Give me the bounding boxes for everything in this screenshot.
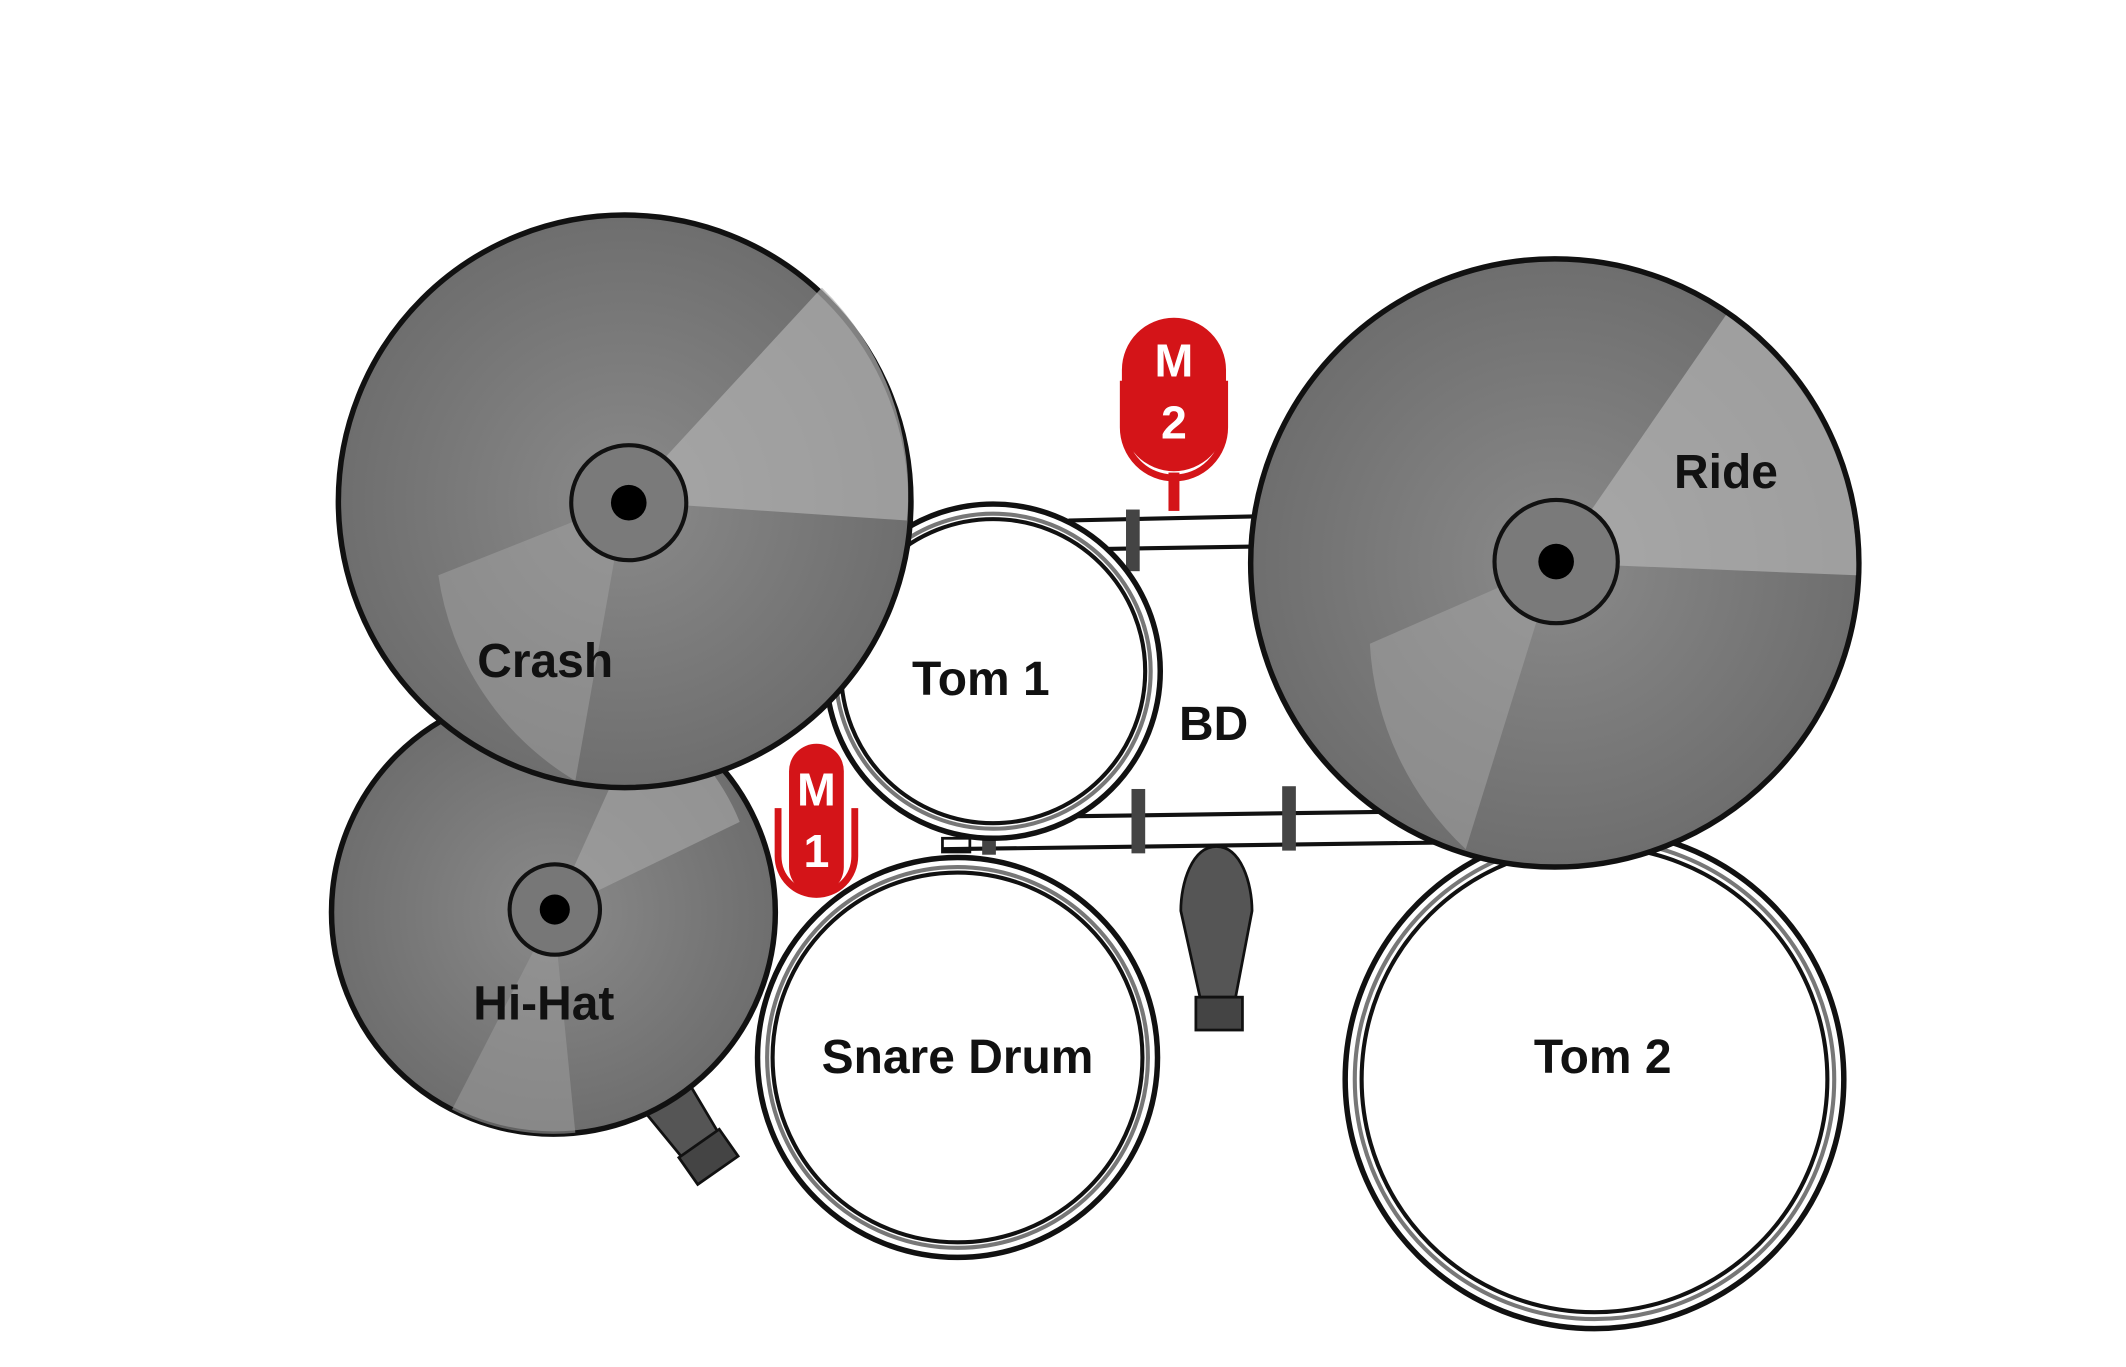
- microphone-m2: M 2: [1119, 317, 1229, 511]
- tom1-label: Tom 1: [912, 653, 1050, 706]
- bass-drum-pedal: [1179, 845, 1254, 1032]
- rail-clamp: [1126, 509, 1140, 572]
- rail-clamp: [1282, 786, 1296, 851]
- mic-label: M: [1155, 335, 1194, 387]
- ride-label: Ride: [1674, 446, 1778, 499]
- rail-clamp: [1131, 788, 1146, 854]
- hihat-label: Hi-Hat: [473, 977, 614, 1030]
- microphone-m1: M 1: [774, 743, 859, 898]
- mic-label: M: [797, 763, 836, 815]
- mic-number: 1: [803, 825, 829, 877]
- mic-number: 2: [1161, 396, 1187, 448]
- bass-drum-label: BD: [1179, 698, 1248, 751]
- crash-label: Crash: [477, 635, 613, 688]
- ride-cymbal[interactable]: Ride: [1247, 256, 1862, 870]
- snare-drum[interactable]: Snare Drum: [754, 854, 1161, 1261]
- tom2-label: Tom 2: [1534, 1031, 1672, 1084]
- crash-cymbal[interactable]: Crash: [335, 212, 914, 791]
- snare-label: Snare Drum: [822, 1031, 1094, 1084]
- tom-1[interactable]: Tom 1: [823, 501, 1163, 842]
- tom-2[interactable]: Tom 2: [1342, 827, 1847, 1332]
